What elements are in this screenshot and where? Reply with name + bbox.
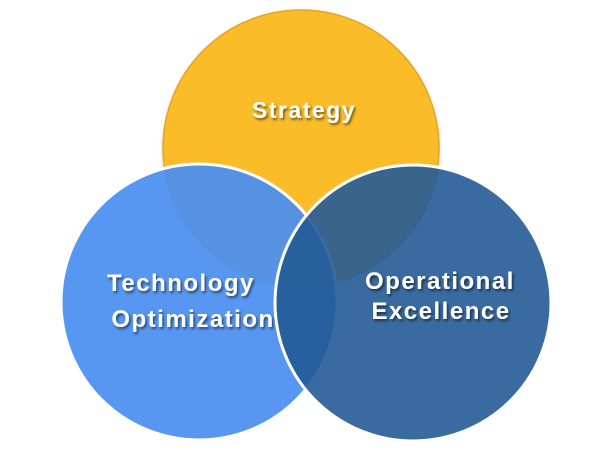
- operational-label-line-1: Operational: [365, 268, 515, 295]
- technology-label-line-2: Optimization: [111, 306, 274, 333]
- strategy-label: Strategy: [252, 97, 356, 123]
- operational-excellence-circle: [273, 163, 553, 443]
- technology-label-line-1: Technology: [107, 270, 255, 297]
- operational-excellence-label: Operational Excellence: [365, 268, 523, 325]
- technology-optimization-label: Technology Optimization: [107, 270, 275, 333]
- strategy-label-line-1: Strategy: [252, 97, 356, 123]
- operational-label-line-2: Excellence: [371, 298, 510, 325]
